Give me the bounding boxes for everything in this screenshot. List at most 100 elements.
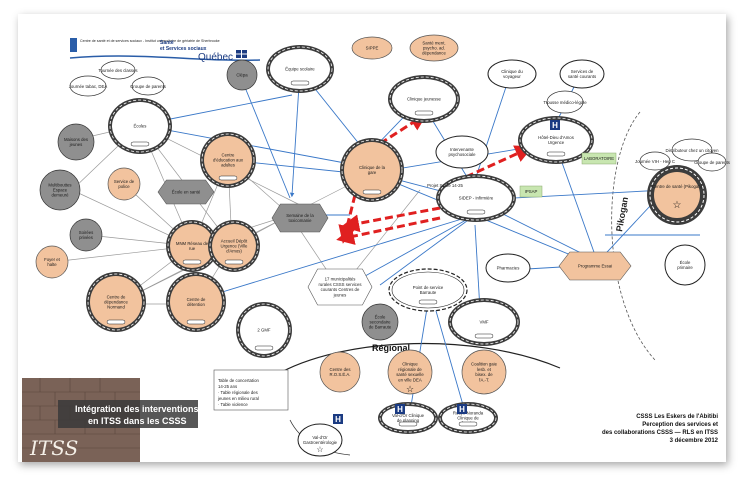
vmf-label: VMF [479, 320, 488, 325]
node-programme-essai[interactable]: Programme Essai [558, 251, 632, 281]
node-gmf[interactable]: 2 GMF [236, 302, 292, 358]
svg-text:H: H [397, 405, 403, 414]
distributeur-label: Distributeur chez un citoyen [665, 148, 719, 153]
node-ecoles[interactable]: Écoles [108, 98, 172, 154]
laboratoire-box: LABORATOIRE [581, 152, 617, 165]
quebec-wordmark: Québec [198, 52, 233, 63]
syringe-icon [466, 209, 486, 215]
bubble-journee-tabac: Journée tabac, DEA [69, 75, 108, 97]
groupe-parents-right-label: Groupe de parents [694, 160, 730, 165]
projet-sortie-label: Projet Sortie 14-25 [427, 183, 463, 188]
projet-sortie-box: Projet Sortie 14-25 [427, 183, 463, 188]
hospital-icon: H [550, 120, 560, 130]
syringe-icon [418, 299, 438, 305]
star-icon: ☆ [673, 200, 682, 211]
hospital-icon: H [395, 404, 405, 414]
credit-line1: CSSS Les Eskers de l'Abitibi [636, 414, 718, 420]
bubble-groupe-parents-left: Groupe de parents [130, 76, 166, 96]
node-sidep[interactable]: SIDEP - Infirmière [436, 174, 516, 222]
node-pharmacies[interactable]: Pharmacies [485, 253, 531, 283]
ipsap-label: IPSAP [525, 189, 538, 194]
svg-text:H: H [459, 405, 465, 414]
syringe-icon [186, 319, 206, 325]
node-sante-mentale[interactable]: Santé ment.psycho. ad.dépendance [409, 34, 459, 62]
title-banner: Intégration des interventions en ITSS da… [22, 378, 199, 462]
svg-text:H: H [552, 121, 558, 130]
banner-strip [58, 400, 198, 428]
syringe-icon [362, 189, 382, 195]
node-centre-sante-pikogan[interactable]: Centre de santé (Pikogan) ☆ [647, 165, 707, 225]
node-sippe[interactable]: SIPPE [351, 36, 393, 60]
programme-essai-label: Programme Essai [578, 264, 612, 269]
ipsap-box: IPSAP [519, 185, 543, 198]
node-vmf[interactable]: VMF [448, 298, 520, 346]
journee-vih-label: Journée VIH - Hep C [635, 159, 675, 164]
node-ecole-en-sante[interactable]: École en santé [157, 179, 215, 205]
syringe-icon [546, 151, 566, 157]
sidep-label: SIDEP - Infirmière [459, 196, 494, 201]
banner-title-line2: en ITSS dans les CSSS [88, 416, 187, 426]
node-equipe-scolaire[interactable]: Équipe scolaire [266, 45, 334, 93]
clinique-jeunesse-label: Clinique jeunesse [407, 97, 442, 102]
equipe-scolaire-label: Équipe scolaire [285, 67, 315, 72]
bubble-tournee-classes: Tournée des classes [98, 60, 138, 80]
node-clinique-jeunesse[interactable]: Clinique jeunesse [388, 75, 460, 123]
svg-text:H: H [335, 415, 341, 424]
groupe-parents-left-label: Groupe de parents [130, 84, 166, 89]
nodes-layer: SIPPE Santé ment.psycho. ad.dépendanceCli… [35, 34, 706, 457]
header: Centre de santé et de services sociaux -… [69, 38, 261, 63]
bubble-journee-vih: Journée VIH - Hep C [635, 151, 675, 171]
trousse-label: Trousse médico-légale [543, 100, 587, 105]
syringe-icon [398, 421, 418, 427]
node-clepa[interactable]: Clépa [226, 59, 258, 91]
star-icon: ☆ [316, 445, 323, 454]
credit-line2: Perception des services et [642, 422, 718, 428]
hospital-icon: H [457, 404, 467, 414]
csss-logo-mark [70, 38, 77, 52]
journee-tabac-label: Journée tabac, DEA [69, 84, 108, 89]
syringe-icon [458, 421, 478, 427]
centre-sante-pikogan-label: Centre de santé (Pikogan) [652, 184, 703, 189]
pikogan-label: Pikogan [614, 196, 630, 232]
ecole-en-sante-label: École en santé [172, 190, 201, 195]
syringe-icon [290, 80, 310, 86]
regional-label: Régional [372, 343, 410, 353]
